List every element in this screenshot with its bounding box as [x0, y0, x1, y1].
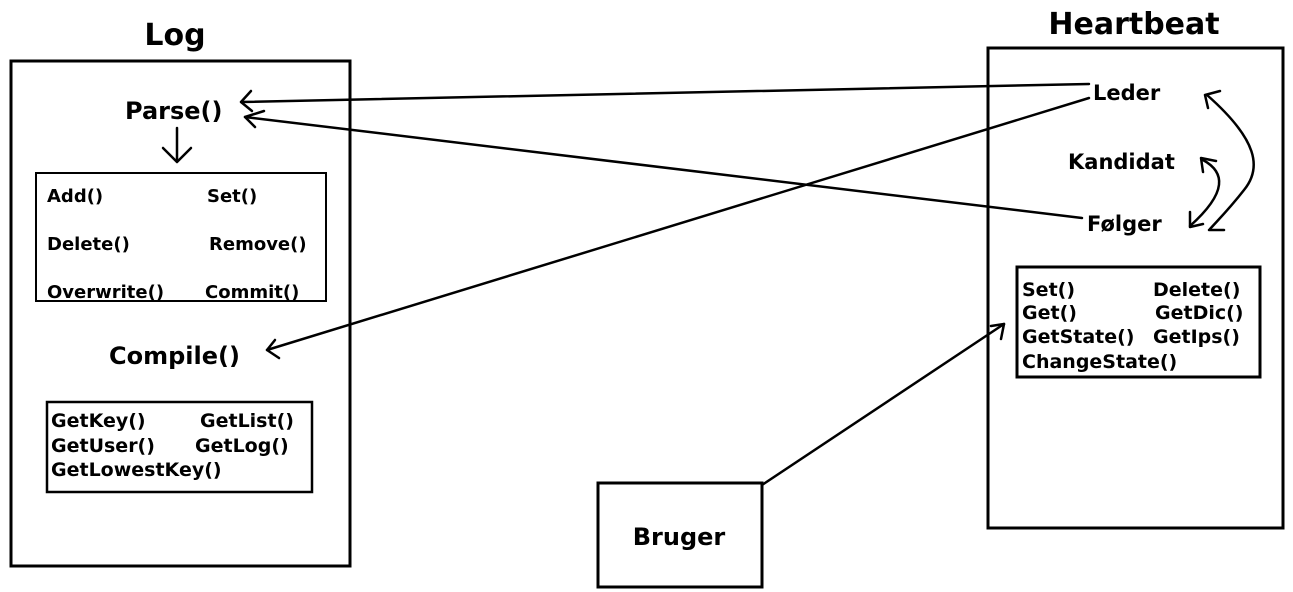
bruger-to-heartbeat-arrow — [760, 322, 1006, 487]
state-leder: Leder — [1093, 81, 1161, 105]
parse-node: Parse() — [125, 97, 222, 125]
heartbeat-title: Heartbeat — [1048, 7, 1219, 42]
method-getlist: GetList() — [200, 410, 294, 432]
compile-node: Compile() — [109, 342, 240, 370]
leder-to-compile-arrow — [265, 96, 1091, 360]
bruger-label: Bruger — [633, 523, 726, 551]
folger-to-kandidat-arrow — [1188, 156, 1221, 229]
leder-folger-arrow — [1203, 89, 1255, 232]
parse-down-arrow — [161, 126, 193, 164]
hb-method-delete: Delete() — [1153, 279, 1240, 301]
method-add: Add() — [47, 186, 103, 207]
method-getuser: GetUser() — [51, 435, 155, 457]
hb-method-getstate: GetState() — [1022, 326, 1135, 348]
bruger-box — [596, 481, 764, 589]
method-overwrite: Overwrite() — [47, 282, 164, 303]
log-title: Log — [144, 18, 205, 53]
folger-to-parse-arrow — [243, 109, 1084, 220]
state-kandidat: Kandidat — [1068, 150, 1175, 174]
heartbeat-methods-box — [1015, 265, 1262, 379]
parse-methods-box — [35, 172, 327, 302]
leder-to-parse-arrow — [239, 82, 1091, 113]
heartbeat-box — [986, 46, 1285, 530]
method-commit: Commit() — [205, 282, 299, 303]
method-getlog: GetLog() — [195, 435, 289, 457]
hb-method-getips: GetIps() — [1153, 326, 1240, 348]
method-remove: Remove() — [209, 234, 307, 255]
compile-methods-box — [45, 400, 314, 494]
hb-method-set: Set() — [1022, 279, 1075, 301]
hb-method-changestate: ChangeState() — [1022, 351, 1177, 373]
log-box — [9, 59, 352, 568]
method-getkey: GetKey() — [51, 410, 146, 432]
method-getlowestkey: GetLowestKey() — [51, 459, 222, 481]
method-set: Set() — [207, 186, 257, 207]
state-folger: Følger — [1087, 212, 1162, 236]
method-delete: Delete() — [47, 234, 130, 255]
hb-method-get: Get() — [1022, 302, 1077, 324]
hb-method-getdic: GetDic() — [1155, 302, 1243, 324]
